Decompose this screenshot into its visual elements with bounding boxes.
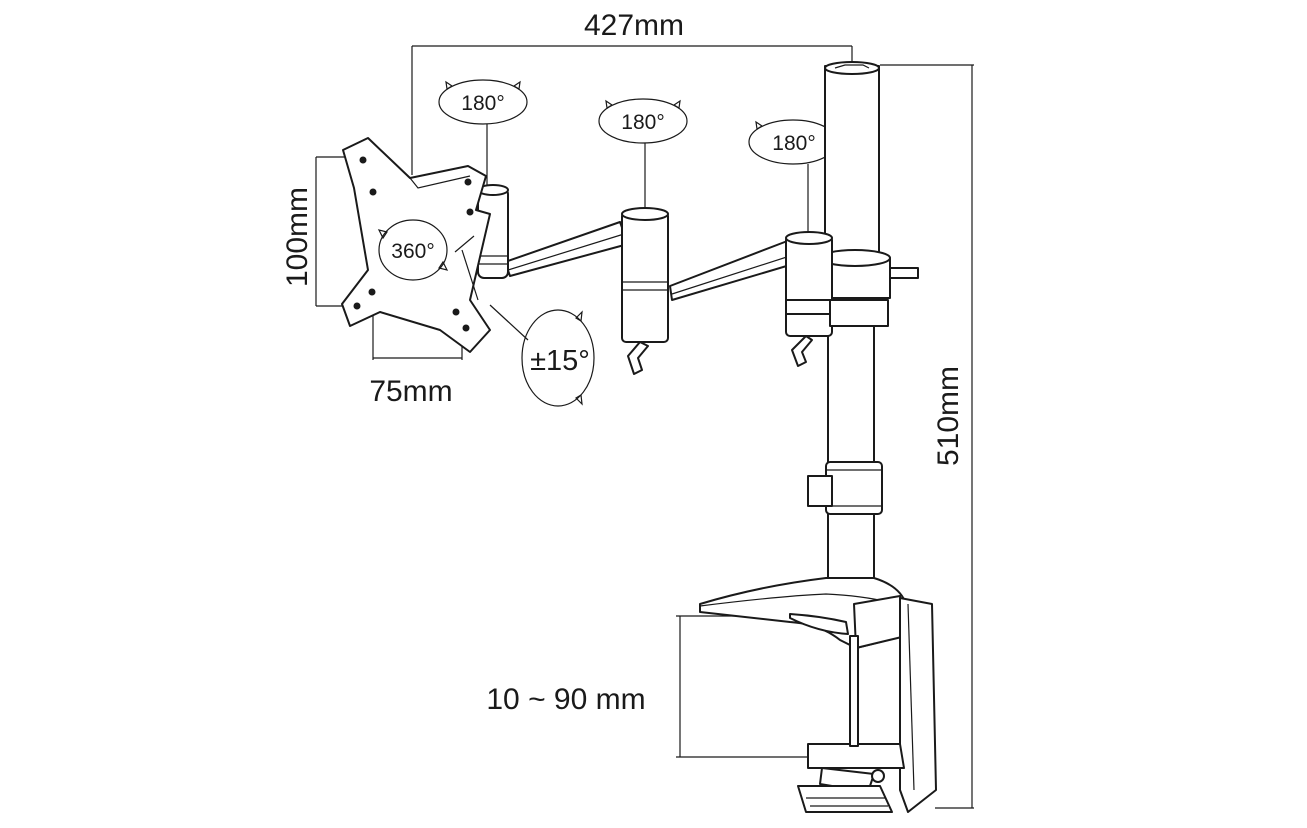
plate-rotation-label: 360°	[391, 240, 434, 263]
arm-reach-label: 427mm	[584, 9, 684, 42]
vesa-width-label: 75mm	[369, 375, 452, 408]
vesa-height-label: 100mm	[281, 187, 314, 287]
vesa-plate: 360°	[341, 137, 491, 353]
head-swivel-label: 180°	[461, 92, 504, 115]
rotation-head-swivel: 180°	[438, 79, 528, 185]
dimension-vesa-width: 75mm	[369, 312, 463, 408]
dimension-arm-reach: 427mm	[411, 9, 853, 175]
middle-joint-label: 180°	[621, 111, 664, 134]
desk-clamp-base	[699, 577, 937, 813]
pole-joint-label: 180°	[772, 132, 815, 155]
dimension-total-height: 510mm	[880, 64, 974, 809]
rotation-middle-joint: 180°	[598, 98, 688, 210]
clamp-range-label: 10 ~ 90 mm	[486, 683, 645, 716]
dimension-vesa-height: 100mm	[281, 156, 352, 307]
arm-outer-segment	[504, 207, 669, 375]
tilt-label: ±15°	[530, 345, 590, 377]
arm-inner-segment	[669, 231, 889, 367]
dimension-clamp-range: 10 ~ 90 mm	[486, 615, 846, 758]
total-height-label: 510mm	[932, 366, 965, 466]
pole	[807, 61, 919, 583]
rotation-pole-joint: 180°	[748, 119, 838, 234]
rotation-tilt: ±15°	[489, 304, 595, 407]
